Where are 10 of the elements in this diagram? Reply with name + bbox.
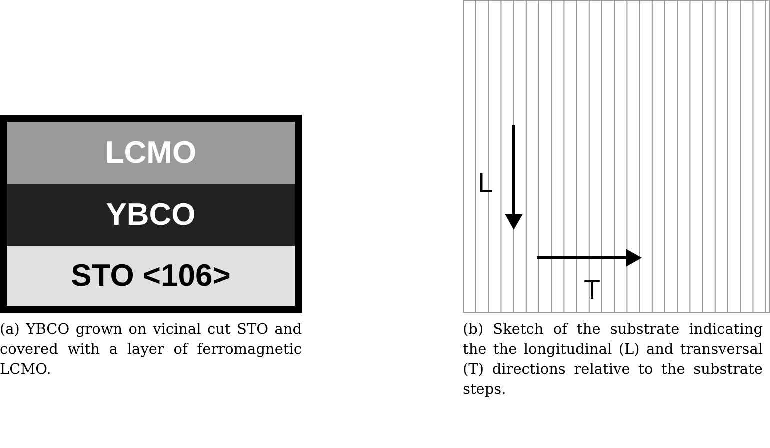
layer-label: YBCO (106, 197, 196, 233)
layer-band (7, 184, 295, 246)
direction-label: T (584, 277, 600, 304)
layer-label: LCMO (105, 135, 197, 171)
layer-band (7, 246, 295, 306)
caption: (b) Sketch of the substrate indicating the the longitudinal (L) and transversal (T) directions relative to the substrate steps. (463, 321, 763, 400)
layer-label: STO <106> (71, 258, 231, 294)
caption: (a) YBCO grown on vicinal cut STO and covered with a layer of ferromagnetic LCMO. (0, 321, 302, 380)
layer-band (7, 122, 295, 184)
direction-label: L (478, 170, 494, 197)
